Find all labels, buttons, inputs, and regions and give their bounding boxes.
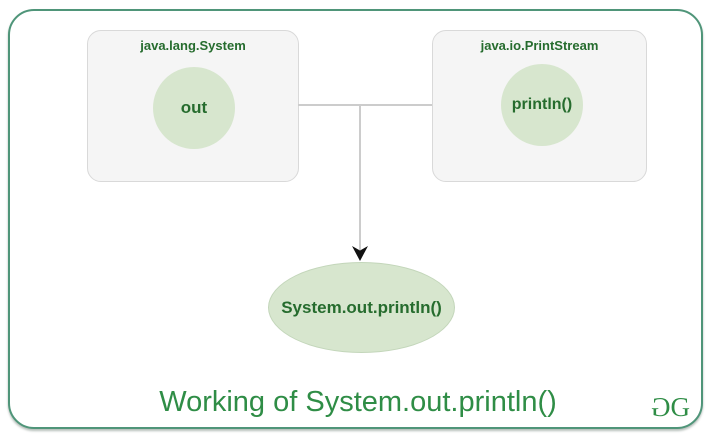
- connector-horizontal-line: [298, 104, 432, 106]
- diagram-caption: Working of System.out.println(): [159, 386, 557, 418]
- result-label: System.out.println(): [281, 297, 442, 317]
- member-circle-out: out: [153, 67, 235, 149]
- member-label-println: println(): [511, 96, 573, 113]
- member-circle-println: println(): [501, 64, 583, 146]
- logo-reversed-g-glyph: G: [653, 392, 671, 422]
- arrowhead-down-icon: [352, 246, 368, 261]
- logo-g-glyph: G: [670, 392, 690, 422]
- class-box-java-lang-system: java.lang.System out: [87, 30, 299, 182]
- class-box-java-io-printstream: java.io.PrintStream println(): [432, 30, 647, 182]
- class-name-label: java.io.PrintStream: [480, 38, 599, 53]
- connector-vertical-line: [359, 104, 361, 250]
- member-label-out: out: [180, 98, 208, 117]
- class-name-label: java.lang.System: [140, 38, 246, 53]
- geeksforgeeks-logo: GG: [653, 392, 690, 423]
- result-ellipse: System.out.println(): [268, 262, 455, 353]
